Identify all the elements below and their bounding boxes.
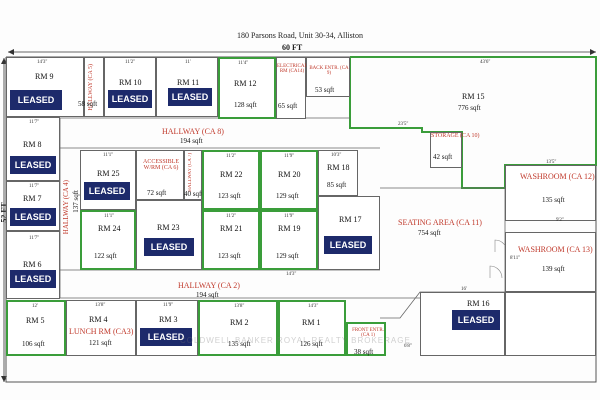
room-rm18: RM 18 85 sqft 10'3" [318,150,358,196]
room-rm4: RM 4 LUNCH RM (CA3) 121 sqft 13'8" [66,300,136,356]
dim-d7: 6'8" [404,344,412,349]
room-rm12: RM 12 128 sqft 11'4" [218,57,276,119]
room-ca12: WASHROOM (CA 12) 135 sqft 13'5" [505,160,596,221]
dim-d6: 8'11" [510,256,521,261]
sqft-ca8: 194 sqft [180,137,203,145]
watermark: COLDWELL BANKER ROYAL REALTY BROKERAGE [180,336,411,345]
room-ca1: FRONT ENTR. (CA 1) 38 sqft [346,322,386,356]
room-rm5: RM 5 106 sqft 12' [6,300,66,356]
dim-d4: 14'3" [286,272,297,277]
leased-badge-rm17: LEASED [324,236,372,254]
label-ca8: HALLWAY (CA 8) [162,127,224,136]
room-rm10: RM 10 11'2" [104,57,156,117]
label-ca4: HALLWAY (CA 4) [62,180,70,235]
sqft-ca4: 137 sqft [72,190,80,213]
room-rm22: RM 22 123 sqft 11'2" [202,150,260,210]
room-rm20: RM 20 129 sqft 11'9" [260,150,318,210]
dim-d1: 23'5" [398,122,409,127]
room-ca14: ELECTRICAL RM (CA14) 65 sqft [276,57,308,119]
dim-d5: 9'2" [556,218,564,223]
leased-badge-rm25: LEASED [84,182,130,200]
room-rm25: RM 25 11'1" [80,150,136,210]
leased-badge-rm16: LEASED [452,310,500,330]
label-ca11: SEATING AREA (CA 11) [398,218,482,227]
room-ca9: BACK ENTR. (CA 9) 53 sqft [306,57,350,97]
plan-title: 180 Parsons Road, Unit 30-34, Alliston [236,31,363,40]
room-bottom-right [505,292,596,356]
room-ca13: WASHROOM (CA 13) 139 sqft [505,232,596,292]
room-ca7: HALLWAY (CA 7) [184,150,202,200]
leased-badge-rm8: LEASED [10,156,56,174]
room-rm17: RM 17 [318,196,380,270]
leased-badge-rm6: LEASED [10,270,56,288]
room-rm2: RM 2 135 sqft 13'8" [198,300,278,356]
label-rm15: RM 15 [462,92,485,101]
sqft-rm15: 776 sqft [458,104,481,112]
room-rm21: RM 21 123 sqft 11'2" [202,210,260,270]
label-ca2: HALLWAY (CA 2) [178,281,240,290]
sqft-ca2: 194 sqft [196,291,219,299]
dim-rm15: 43'6" [480,60,491,65]
room-rm6: RM 6 11'7" [6,231,60,299]
leased-badge-rm7: LEASED [10,208,56,226]
room-rm1: RM 1 126 sqft 14'3" [278,300,346,356]
room-rm19: RM 19 129 sqft 11'9" [260,210,318,270]
room-rm23: RM 23 [136,200,202,270]
room-ca6: ACCESSIBLE W/RM (CA 6) 72 sqft [136,150,184,200]
room-rm24: RM 24 122 sqft 11'1" [80,210,136,270]
width-dimension: 60 FT [282,43,303,52]
room-ca10: STORAGE (CA 10) 42 sqft [430,132,480,168]
sqft-ca7: 40 sqft [184,190,204,198]
leased-badge-rm11: LEASED [168,88,212,106]
room-ca5: HALLWAY (CA 5) [84,57,104,117]
leased-badge-rm9: LEASED [10,90,62,110]
leased-badge-rm10: LEASED [108,90,152,108]
leased-badge-rm3: LEASED [140,328,192,346]
leased-badge-rm23: LEASED [144,238,194,256]
sqft-ca11: 754 sqft [418,229,441,237]
room-rm11: RM 11 11' [156,57,218,117]
